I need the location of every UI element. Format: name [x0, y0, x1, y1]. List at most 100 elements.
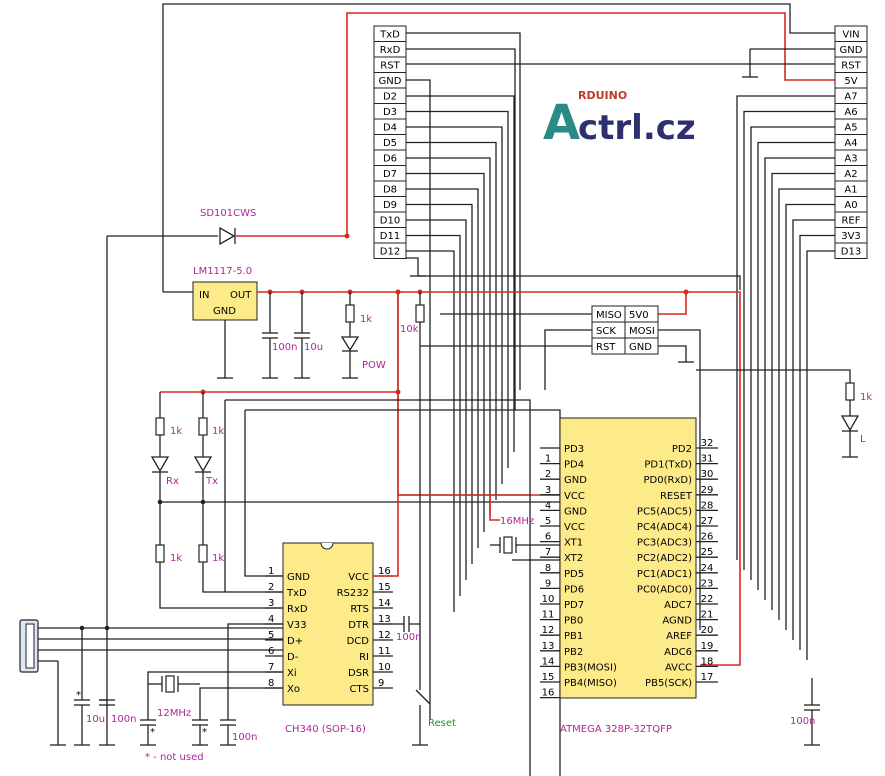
not-used-note: * - not used	[145, 752, 204, 763]
atmega-pin-pd4: PD4	[564, 460, 584, 471]
ch340-pin-number: 11	[378, 646, 391, 657]
reg-in-label: IN	[199, 290, 209, 301]
rx-tx-leds: 1k Rx 1k 1k Tx 1k	[150, 389, 561, 776]
atmega-pin-number: 26	[701, 532, 714, 543]
cap-100n-ch340-label: 100n	[232, 732, 257, 743]
ch340-pin-d: D+	[287, 636, 303, 647]
atmega-pin-number: 16	[542, 688, 555, 699]
left-pin-label: D8	[383, 185, 397, 196]
atmega-pin-reset: RESET	[660, 491, 693, 502]
led-rx-label: Rx	[166, 476, 179, 487]
ch340-pin-dsr: DSR	[348, 668, 369, 679]
res-reset-label: 10k	[400, 324, 419, 335]
ch340-periphery: 100n Reset 100n 12MHz * * * - not used	[140, 332, 456, 763]
atmega-pin-pb1: PB1	[564, 631, 583, 642]
atmega-pin-number: 17	[701, 672, 714, 683]
atmega-pin-adc6: ADC6	[664, 647, 692, 658]
ch340-pin-number: 12	[378, 630, 391, 641]
atmega-pin-pc2adc2: PC2(ADC2)	[637, 553, 692, 564]
right-pin-label: A1	[844, 185, 857, 196]
resistor-rx2	[155, 544, 165, 563]
atmega-periphery: 16MHz 1k L 100n	[489, 369, 872, 746]
ch340-pin-dtr: DTR	[348, 620, 369, 631]
atmega-body	[559, 417, 697, 699]
ch340-pin-rs232: RS232	[337, 588, 369, 599]
cap-dtr-label: 100n	[396, 632, 421, 643]
res-rx2-label: 1k	[170, 553, 182, 564]
atmega-pin-number: 14	[542, 656, 555, 667]
ch340-chip: CH340 (SOP-16) 1GND2TxD3RxD4V335D+6D-7Xi…	[265, 542, 393, 735]
ch340-pin-number: 10	[378, 662, 391, 673]
resistor-tx2	[198, 544, 208, 563]
atmega-pin-number: 7	[545, 547, 551, 558]
icsp-pin-label: MISO	[596, 310, 622, 321]
led-pow-label: POW	[362, 360, 386, 371]
atmega-pin-pd3: PD3	[564, 444, 584, 455]
atmega-pin-number: 24	[701, 563, 714, 574]
atmega-pin-number: 22	[701, 594, 714, 605]
atmega-pin-number: 30	[701, 469, 714, 480]
icsp-pin-label: RST	[596, 342, 616, 353]
ch340-pin-txd: TxD	[286, 588, 307, 599]
atmega-pin-pd5: PD5	[564, 569, 584, 580]
atmega-pin-vcc: VCC	[564, 522, 585, 533]
atmega-pin-number: 10	[542, 594, 555, 605]
ch340-pin-cts: CTS	[350, 684, 369, 695]
ch340-pin-d: D-	[287, 652, 299, 663]
right-pin-label: RST	[841, 61, 861, 72]
atmega-pin-gnd: GND	[564, 506, 587, 517]
left-pin-label: D6	[383, 154, 397, 165]
diode-label: SD101CWS	[200, 208, 256, 219]
crystal-16mhz-icon	[503, 536, 513, 554]
icsp-pin-label: GND	[629, 342, 652, 353]
right-pin-label: A4	[844, 138, 857, 149]
ch340-body	[282, 542, 374, 706]
resistor-reset	[415, 304, 425, 323]
left-header-wiring	[406, 95, 741, 612]
atmega-pin-number: 27	[701, 516, 714, 527]
right-pin-label: GND	[840, 45, 863, 56]
left-pin-label: D12	[380, 247, 400, 258]
right-pin-label: 5V	[844, 76, 857, 87]
cap-10u-reg-label: 10u	[304, 342, 323, 353]
atmega-pin-agnd: AGND	[662, 616, 692, 627]
led-rx-icon	[150, 456, 170, 473]
led-tx-icon	[193, 456, 213, 473]
schottky-diode-icon	[219, 226, 236, 246]
atmega-pin-number: 29	[701, 485, 714, 496]
cap-aref-label: 100n	[790, 716, 815, 727]
ch340-pin-number: 2	[268, 582, 274, 593]
left-pin-label: D3	[383, 107, 397, 118]
atmega-pin-number: 20	[701, 625, 714, 636]
right-pin-label: A5	[844, 123, 857, 134]
crystal-usb-label: 12MHz	[157, 708, 191, 719]
resistor-tx	[198, 417, 208, 436]
left-pin-label: D9	[383, 200, 397, 211]
logo-top-text: RDUINO	[578, 89, 627, 102]
atmega-pin-number: 28	[701, 500, 714, 511]
ch340-pin-number: 7	[268, 662, 274, 673]
resistor-l	[845, 382, 855, 401]
right-pin-label: VIN	[842, 30, 859, 41]
ch340-pin-v33: V33	[287, 620, 307, 631]
atmega-pin-number: 4	[545, 500, 551, 511]
atmega-pin-xt1: XT1	[564, 538, 583, 549]
res-l-label: 1k	[860, 392, 872, 403]
res-rx-label: 1k	[170, 426, 182, 437]
top-wiring	[162, 3, 835, 720]
atmega-pin-aref: AREF	[666, 631, 692, 642]
ch340-pin-vcc: VCC	[348, 572, 369, 583]
ch340-pin-ri: RI	[359, 652, 369, 663]
crystal-mcu-label: 16MHz	[500, 516, 534, 527]
atmega-pin-number: 18	[701, 656, 714, 667]
atmega-pin-pd2: PD2	[672, 444, 692, 455]
right-pin-label: A7	[844, 92, 857, 103]
ch340-pin-dcd: DCD	[347, 636, 370, 647]
led-pow-icon	[340, 336, 360, 352]
svg-text:*: *	[202, 727, 207, 738]
ch340-pin-number: 4	[268, 614, 274, 625]
atmega-pin-number: 8	[545, 563, 551, 574]
atmega-pin-pb4miso: PB4(MISO)	[564, 678, 617, 689]
